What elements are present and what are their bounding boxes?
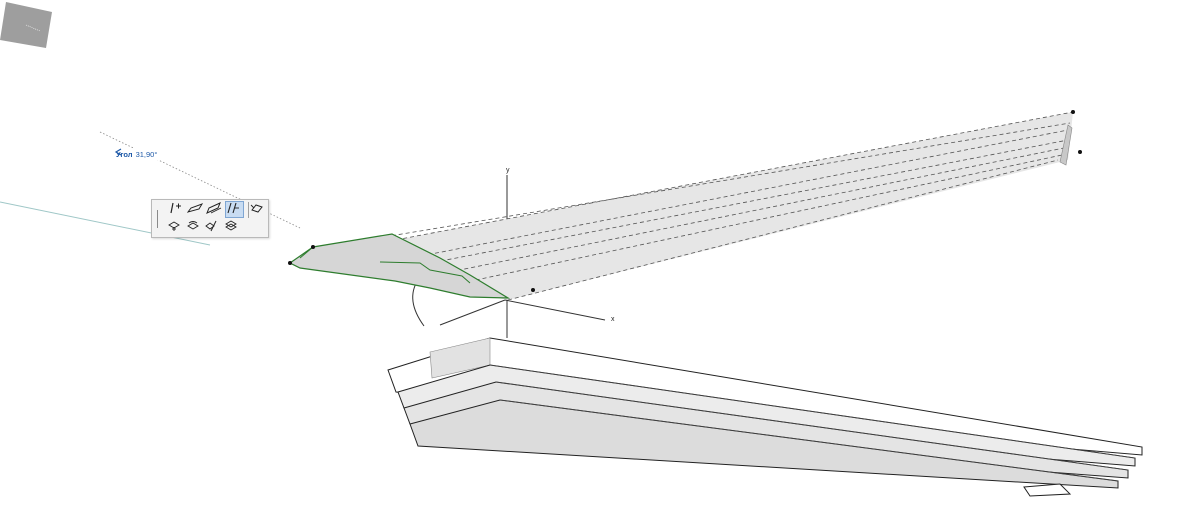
pet-palette[interactable] [151,199,269,238]
palette-separator [248,202,249,218]
palette-grip[interactable] [157,210,158,228]
rotate-button[interactable] [186,220,205,237]
move-button[interactable] [167,220,186,237]
selected-section [288,233,511,299]
angle-value: 31,90° [135,149,158,159]
z-axis [439,299,506,326]
line-add-button[interactable] [168,202,187,219]
elevate-icon [225,220,237,231]
angle-label: Угол [116,149,133,159]
mirror-icon [205,220,217,232]
hotspot [288,261,292,265]
rotate-icon [187,221,199,230]
hotspot [1071,110,1075,114]
stretch-button[interactable] [250,202,269,219]
stretch-icon [250,204,263,213]
hotspot [1078,150,1082,154]
move-node-button[interactable] [225,201,244,218]
y-axis-label: y [506,167,510,174]
surface-preview-swatch [0,2,52,48]
x-axis-label: x [611,316,615,323]
elevate-button[interactable] [224,220,243,237]
angle-tracker: Угол 31,90° [114,148,160,160]
x-axis [504,299,606,321]
move-icon [168,221,180,231]
cornice-element [387,337,1143,497]
move-node-icon [227,202,239,214]
hotspot [311,245,315,249]
upper-profile-ghost [299,111,1074,301]
line-add-icon [170,202,181,214]
hotspot [531,288,535,292]
offset-all-button[interactable] [206,202,225,219]
offset-all-icon [206,202,222,214]
offset-edge-button[interactable] [187,202,206,219]
mirror-button[interactable] [205,220,224,237]
offset-edge-icon [187,203,203,213]
arrow-left-icon [114,148,122,156]
